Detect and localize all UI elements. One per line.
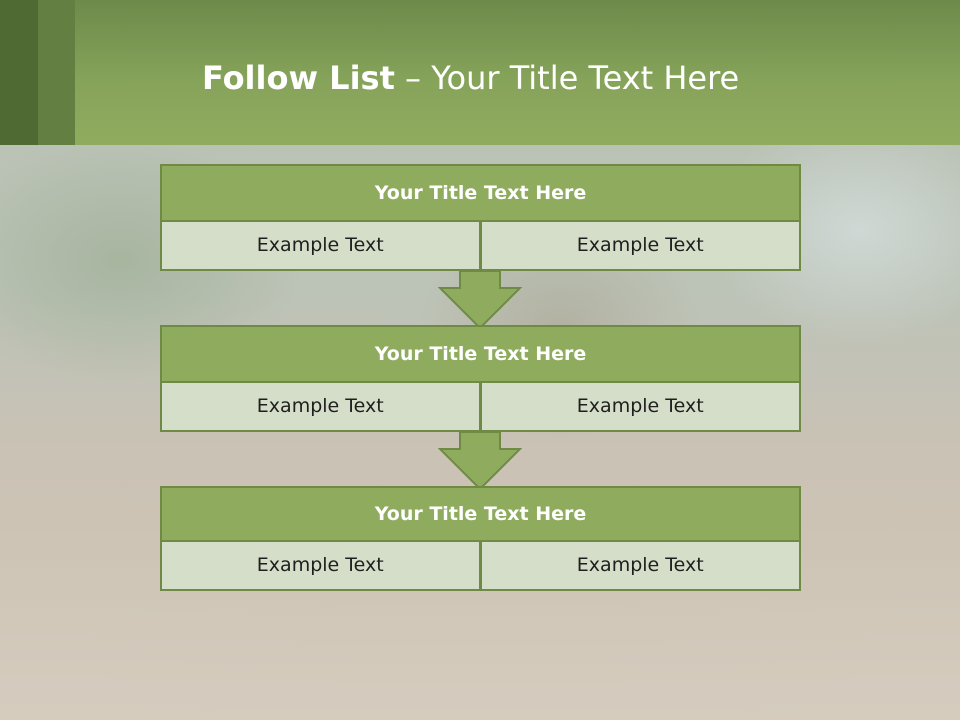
step-cell-right: Example Text <box>480 222 801 271</box>
step-cell-left: Example Text <box>160 383 481 432</box>
step-cell-right: Example Text <box>480 383 801 432</box>
header-band: Follow List – Your Title Text Here <box>0 0 960 145</box>
header-accent-bar <box>38 0 75 145</box>
step-title: Your Title Text Here <box>160 486 801 542</box>
step-row: Example Text Example Text <box>160 383 801 432</box>
slide-title-rest: – Your Title Text Here <box>394 59 740 97</box>
step-title: Your Title Text Here <box>160 325 801 383</box>
down-arrow-icon <box>438 270 522 330</box>
step-block: Your Title Text Here Example Text Exampl… <box>160 486 801 591</box>
header-accent-bar <box>0 0 38 145</box>
step-block: Your Title Text Here Example Text Exampl… <box>160 164 801 271</box>
step-block: Your Title Text Here Example Text Exampl… <box>160 325 801 432</box>
down-arrow-icon <box>438 431 522 491</box>
step-cell-right: Example Text <box>480 542 801 591</box>
slide-title: Follow List – Your Title Text Here <box>202 56 739 100</box>
step-row: Example Text Example Text <box>160 222 801 271</box>
step-row: Example Text Example Text <box>160 542 801 591</box>
slide-title-bold: Follow List <box>202 59 395 97</box>
step-title: Your Title Text Here <box>160 164 801 222</box>
step-cell-left: Example Text <box>160 222 481 271</box>
step-cell-left: Example Text <box>160 542 481 591</box>
